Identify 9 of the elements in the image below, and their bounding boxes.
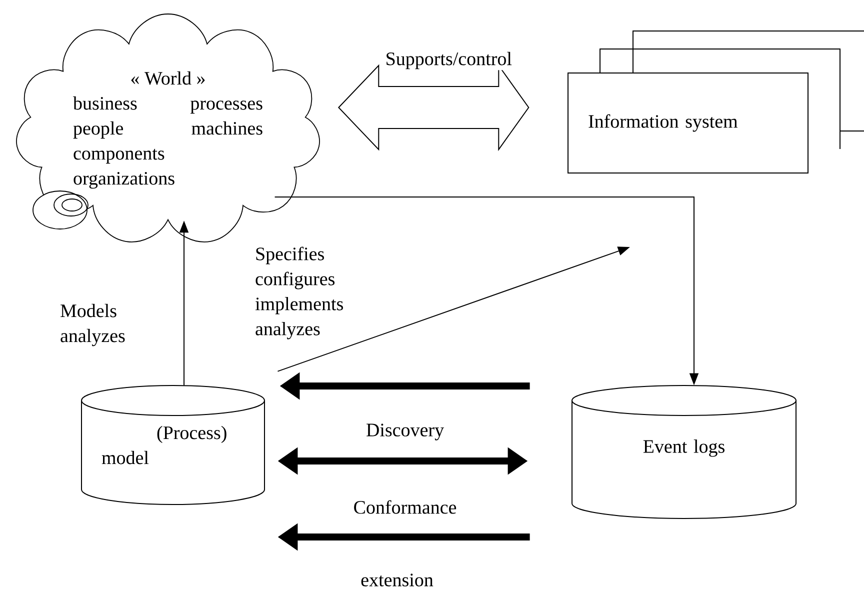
edge-label: extension [360, 572, 434, 588]
cylinder: (Process) model [81, 385, 265, 505]
stacked-boxes: Information system [568, 30, 864, 174]
edge-label: Specifies configures implements analyzes [254, 246, 356, 340]
edge-label: Models analyzes [59, 302, 141, 348]
edge-label: Conformance [352, 499, 458, 515]
edge-label: Supports/control [384, 50, 513, 70]
cylinder: Event logs [572, 385, 796, 519]
edge-label: Discovery [364, 422, 446, 442]
